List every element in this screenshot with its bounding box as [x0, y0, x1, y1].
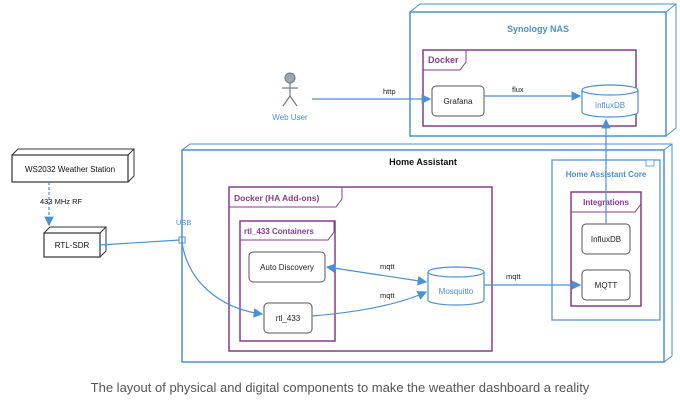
mosquitto-label: Mosquitto: [439, 287, 474, 296]
rtl433-node: rtl_433: [263, 302, 313, 334]
figure-caption: The layout of physical and digital compo…: [90, 380, 590, 395]
auto-discovery-node: Auto Discovery: [248, 251, 326, 283]
rtlsdr-node: RTL-SDR: [43, 226, 107, 258]
grafana-label: Grafana: [444, 97, 473, 106]
rf-label: 433 MHz RF: [40, 197, 83, 206]
web-user-label: Web User: [272, 113, 308, 122]
web-user-actor: Web User: [272, 72, 308, 122]
influxdb-integration-node: InfluxDB: [581, 223, 631, 255]
usb-label: USB: [176, 218, 191, 227]
influxdb-nas-db: InfluxDB: [581, 84, 639, 118]
usb-to-rtl433-edge: [181, 242, 264, 318]
influxdb-integration-label: InfluxDB: [591, 235, 621, 244]
rtl433-containers-label: rtl_433 Containers: [244, 227, 314, 236]
home-assistant-label: Home Assistant: [389, 157, 457, 167]
auto-discovery-mqtt-edge: [325, 263, 428, 286]
architecture-diagram: Synology NAS Docker Grafana InfluxDB flu…: [11, 3, 677, 363]
mqtt-label-3: mqtt: [506, 272, 522, 281]
usb-edge: [99, 239, 181, 246]
weather-station-label: WS2032 Weather Station: [25, 165, 115, 174]
docker-nas-label: Docker: [428, 55, 459, 65]
rtlsdr-label: RTL-SDR: [55, 241, 90, 250]
rtl433-mqtt-edge: [311, 291, 428, 317]
grafana-node: Grafana: [431, 85, 485, 117]
weather-station-node: WS2032 Weather Station: [11, 148, 135, 183]
influxdb-nas-label: InfluxDB: [595, 101, 625, 110]
mosquitto-db: Mosquitto: [427, 266, 485, 306]
mqtt-label-1: mqtt: [380, 262, 396, 271]
home-assistant-node: Home Assistant: [181, 143, 673, 363]
mqtt-integration-label: MQTT: [595, 281, 618, 290]
docker-ha-label: Docker (HA Add-ons): [234, 193, 319, 203]
mqtt-integration-node: MQTT: [581, 269, 631, 301]
auto-discovery-label: Auto Discovery: [260, 263, 314, 272]
http-label: http: [383, 87, 396, 96]
rtl433-label: rtl_433: [276, 314, 301, 323]
synology-nas-label: Synology NAS: [507, 24, 569, 34]
flux-label: flux: [512, 85, 524, 94]
component-icon: [645, 159, 655, 167]
mqtt-label-2: mqtt: [380, 291, 396, 300]
